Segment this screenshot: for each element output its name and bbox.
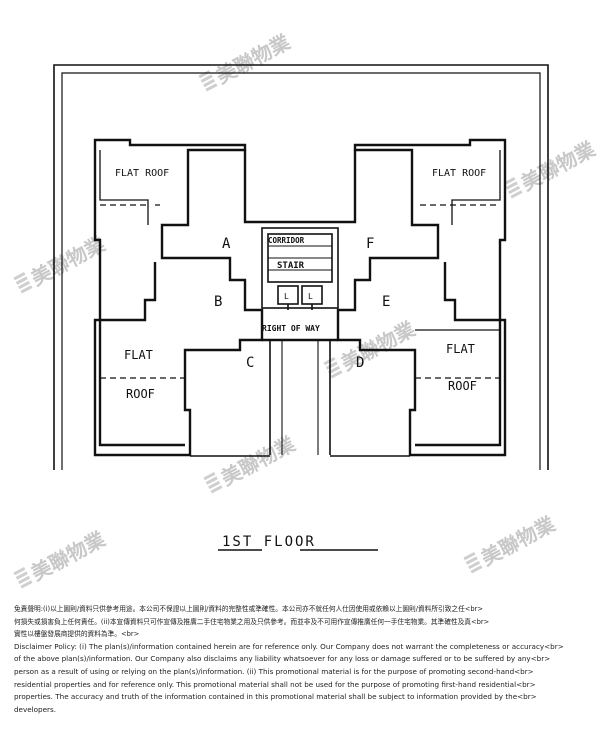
watermark-logo: 美聯物業 — [503, 136, 600, 199]
watermark-icon — [13, 567, 33, 589]
corridor-strip — [190, 340, 410, 457]
right-flat-roof-top-edge — [451, 150, 501, 225]
unit-label-a: A — [222, 236, 231, 252]
watermark-text: 美聯物業 — [517, 136, 600, 195]
unit-label-c: C — [246, 355, 254, 371]
corridor-walls — [269, 340, 331, 455]
core-box — [261, 227, 339, 309]
watermark-logo: 美聯物業 — [198, 29, 295, 92]
flat-roof-lines — [99, 150, 501, 379]
disclaimer-en-line: properties. The accuracy and truth of th… — [14, 692, 537, 702]
right-of-way-label: RIGHT OF WAY — [262, 324, 320, 333]
left-flat-roof-top-edge — [99, 150, 149, 225]
watermark-text: 美聯物業 — [217, 431, 300, 490]
watermark-icon — [13, 272, 33, 294]
core-top — [243, 150, 357, 224]
right-wing-step — [443, 262, 500, 322]
unit-label-d: D — [356, 355, 364, 371]
stair-treads — [268, 245, 332, 271]
site-boundary — [53, 64, 549, 470]
roof-label: ROOF — [448, 379, 477, 393]
floor-title: 1ST FLOOR — [222, 534, 316, 550]
flat-label: FLAT — [446, 342, 475, 356]
flat-label: FLAT — [124, 348, 153, 362]
unit-label-b: B — [214, 294, 222, 310]
flat-roof-label: FLAT ROOF — [432, 168, 486, 179]
watermark-logo: 美聯物業 — [463, 511, 560, 574]
disclaimer: 免責聲明:(i)以上圖則/資料只供參考用途。本公司不保證以上圖則/資料的完整性或… — [14, 603, 588, 716]
disclaimer-en-line: of the above plan(s)/information. Our Co… — [14, 654, 551, 664]
watermark-icon — [463, 552, 483, 574]
roof-label: ROOF — [126, 387, 155, 401]
corridor-label: CORRIDOR — [268, 236, 305, 245]
lift-label: L — [284, 292, 289, 301]
left-wing-step — [100, 262, 157, 322]
boundary-inner — [61, 72, 541, 470]
right-flat-roof-boundary — [415, 320, 502, 447]
watermark-icon — [198, 70, 218, 92]
watermark-text: 美聯物業 — [477, 511, 560, 570]
right-wing-outline — [336, 138, 507, 457]
lift-doors — [287, 304, 313, 310]
corridor-inner-walls — [281, 340, 319, 455]
core-details — [261, 227, 339, 310]
watermark-logo: 美聯物業 — [13, 526, 110, 589]
watermark-text: 美聯物業 — [212, 29, 295, 88]
left-flat-roof-boundary — [98, 320, 185, 447]
watermark-logo: 美聯物業 — [203, 431, 300, 494]
disclaimer-en-line: person as a result of using or relying o… — [14, 666, 534, 676]
disclaimer-en-line: Disclaimer Policy: (i) The plan(s)/infor… — [14, 641, 564, 651]
building-outline — [93, 138, 507, 457]
unit-label-e: E — [382, 294, 390, 310]
floor-plan: 美聯物業 美聯物業 美聯物業 美聯物業 美聯物業 美聯物業 美聯物業 — [13, 29, 600, 589]
watermark-icon — [503, 177, 523, 199]
disclaimer-en-line: developers. — [14, 704, 57, 714]
disclaimer-zh-line: 實性以樓盤發展商提供的資料為準。<br> — [14, 630, 140, 639]
flat-roof-label: FLAT ROOF — [115, 168, 169, 179]
stair-label: STAIR — [277, 261, 305, 271]
watermark-text: 美聯物業 — [27, 526, 110, 585]
boundary-outer — [53, 64, 549, 470]
watermark-text: 美聯物業 — [337, 316, 420, 375]
disclaimer-zh-line: 何損失或損害負上任何責任。(ii)本宣傳資料只可作宣傳及推廣二手住宅物業之用及只… — [14, 617, 490, 626]
disclaimer-zh-line: 免責聲明:(i)以上圖則/資料只供參考用途。本公司不保證以上圖則/資料的完整性或… — [14, 605, 483, 613]
lift-label: L — [308, 292, 313, 301]
watermark-icon — [203, 472, 223, 494]
disclaimer-en-line: residential properties and for reference… — [14, 679, 536, 689]
left-wing-outline — [93, 138, 264, 457]
unit-label-f: F — [366, 236, 374, 252]
